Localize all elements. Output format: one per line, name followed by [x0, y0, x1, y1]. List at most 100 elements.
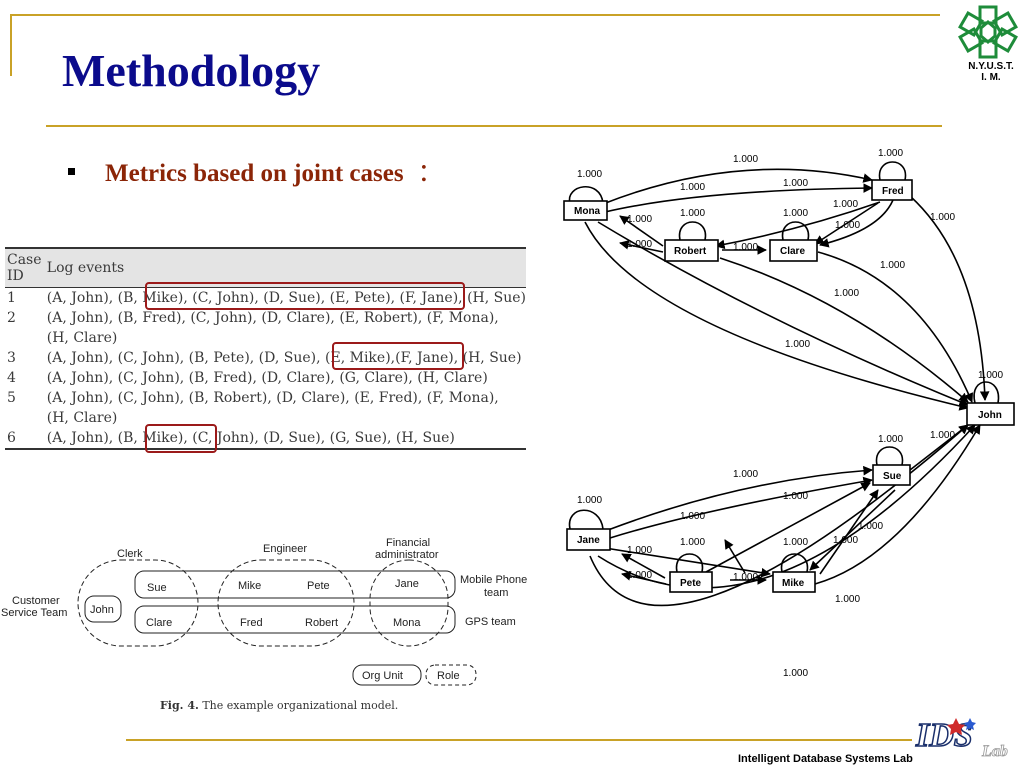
graph-node-mike — [772, 571, 816, 593]
case-id-cell: 6 — [5, 428, 47, 450]
log-line: (H, Clare) — [46, 410, 118, 426]
column-header-log-events: Log events — [46, 247, 526, 288]
edge-weight-label: 1.000 — [834, 288, 859, 299]
edge-weight-label: 1.000 — [930, 430, 955, 441]
edge-weight-label: 1.000 — [783, 537, 808, 548]
edge-weight-label: 1.000 — [858, 521, 883, 532]
svg-text:IDS: IDS — [915, 717, 973, 754]
log-events-cell: (A, John), (C, John), (B, Robert), (D, C… — [47, 388, 526, 428]
graph-node-sue — [872, 464, 911, 486]
graph-node-clare — [769, 239, 818, 262]
edge-weight-label: 1.000 — [833, 535, 858, 546]
nyust-line2: I. M. — [981, 72, 1001, 83]
edge-weight-label: 1.000 — [627, 239, 652, 250]
edge-weight-label: 1.000 — [627, 214, 652, 225]
edge-weight-label: 1.000 — [833, 199, 858, 210]
team-customer-service-label-1: Customer — [12, 595, 60, 607]
legend-org-unit: Org Unit — [362, 670, 403, 682]
edge-weight-label: 1.000 — [878, 148, 903, 159]
bullet-square-icon — [68, 168, 75, 175]
edge-weight-label: 1.000 — [627, 570, 652, 581]
graph-node-pete — [669, 571, 713, 593]
log-line: (A, John), (C, John), (B, Fred), (D, Cla… — [46, 370, 488, 386]
edge-weight-label: 1.000 — [835, 220, 860, 231]
table-row: 3(A, John), (C, John), (B, Pete), (D, Su… — [5, 348, 526, 368]
log-line: (H, Clare) — [46, 330, 118, 346]
figure-caption: Fig. 4. The example organizational model… — [160, 699, 398, 712]
person-clare: Clare — [146, 617, 172, 629]
graph-node-sue-label: Sue — [883, 471, 902, 482]
svg-text:Lab: Lab — [981, 743, 1008, 760]
nyust-logo-text: N.Y.U.S.T. I. M. — [961, 61, 1021, 83]
graph-node-john — [966, 402, 1015, 426]
edge-weight-label: 1.000 — [785, 339, 810, 350]
person-mona: Mona — [393, 617, 421, 629]
edge-weight-label: 1.000 — [878, 434, 903, 445]
event-log-table: Case ID Log events 1 (A, John), (B, Mike)… — [5, 247, 526, 450]
legend-role: Role — [437, 670, 460, 682]
edge-weight-label: 1.000 — [627, 545, 652, 556]
case-id-cell: 1 — [7, 290, 16, 306]
table-header-row: Case ID Log events — [5, 247, 526, 288]
graph-node-jane-label: Jane — [577, 535, 600, 546]
person-john: John — [90, 604, 114, 616]
column-header-case-id: Case ID — [5, 247, 47, 288]
bullet-colon: ： — [417, 160, 443, 187]
title-underline-rule — [46, 125, 942, 127]
log-events-cell: (A, John), (B, Mike), (C, John), (D, Sue… — [46, 428, 526, 450]
edge-weight-label: 1.000 — [783, 178, 808, 189]
edge-weight-label: 1.000 — [733, 469, 758, 480]
log-line: (A, John), (C, John), (B, Robert), (D, C… — [46, 390, 499, 406]
figure-caption-text: The example organizational model. — [202, 699, 399, 712]
edge-weight-label: 1.000 — [733, 572, 758, 583]
person-sue: Sue — [147, 582, 167, 594]
ids-lab-logo-icon: IDS Lab — [914, 716, 1008, 760]
edge-weight-label: 1.000 — [783, 668, 808, 679]
case-id-cell: 2 — [7, 310, 16, 326]
graph-node-fred-label: Fred — [882, 186, 904, 197]
top-left-vertical-rule — [10, 14, 12, 76]
bottom-horizontal-rule — [126, 739, 912, 741]
person-mike: Mike — [238, 580, 261, 592]
figure-caption-label: Fig. 4. — [160, 699, 199, 712]
graph-node-robert — [664, 239, 719, 262]
team-mobile-phone-label-2: team — [484, 587, 508, 599]
edge-weight-label: 1.000 — [680, 182, 705, 193]
log-events-cell: (A, John), (B, Fred), (C, John), (D, Cla… — [47, 308, 526, 348]
social-network-graph: Mona Fred Robert Clare John Sue Jane Pet… — [563, 148, 1015, 679]
table-row: 2 (A, John), (B, Fred), (C, John), (D, Cl… — [5, 308, 526, 348]
role-clerk-label: Clerk — [117, 548, 143, 560]
edge-weight-label: 1.000 — [733, 154, 758, 165]
graph-node-clare-label: Clare — [780, 246, 805, 257]
graph-node-mona-label: Mona — [574, 206, 601, 217]
graph-node-john-label: John — [978, 410, 1002, 421]
graph-node-mona — [563, 200, 608, 221]
page-title: Methodology — [62, 45, 321, 96]
highlight-box-case3 — [332, 342, 464, 370]
edge-weight-label: 1.000 — [577, 495, 602, 506]
person-jane: Jane — [395, 578, 419, 590]
team-customer-service-label-2: Service Team — [1, 607, 67, 619]
edge-weight-label: 1.000 — [783, 491, 808, 502]
table-row: 5(A, John), (C, John), (B, Robert), (D, … — [5, 388, 526, 428]
highlight-box-case6 — [145, 424, 217, 453]
edge-weight-label: 1.000 — [577, 169, 602, 180]
footer-lab-name: Intelligent Database Systems Lab — [738, 753, 913, 765]
nyust-line1: N.Y.U.S.T. — [968, 61, 1014, 72]
edge-weight-label: 1.000 — [733, 242, 758, 253]
case-id-cell: 3 — [7, 350, 16, 366]
nyust-logo-icon — [958, 5, 1018, 59]
table-row: 6(A, John), (B, Mike), (C, John), (D, Su… — [5, 428, 526, 450]
edge-weight-label: 1.000 — [835, 594, 860, 605]
graph-node-mike-label: Mike — [782, 578, 805, 589]
log-events-cell: (A, John), (B, Mike), (C, John), (D, Sue… — [47, 288, 526, 309]
person-robert: Robert — [305, 617, 338, 629]
edge-weight-label: 1.000 — [880, 260, 905, 271]
graph-node-pete-label: Pete — [680, 578, 702, 589]
log-events-cell: (A, John), (C, John), (B, Fred), (D, Cla… — [47, 368, 526, 388]
edge-weight-label: 1.000 — [680, 537, 705, 548]
role-financial-label-1: Financial — [386, 537, 430, 549]
edge-weight-label: 1.000 — [978, 370, 1003, 381]
bullet-text: Metrics based on joint cases — [105, 160, 404, 187]
edge-weight-label: 1.000 — [680, 511, 705, 522]
